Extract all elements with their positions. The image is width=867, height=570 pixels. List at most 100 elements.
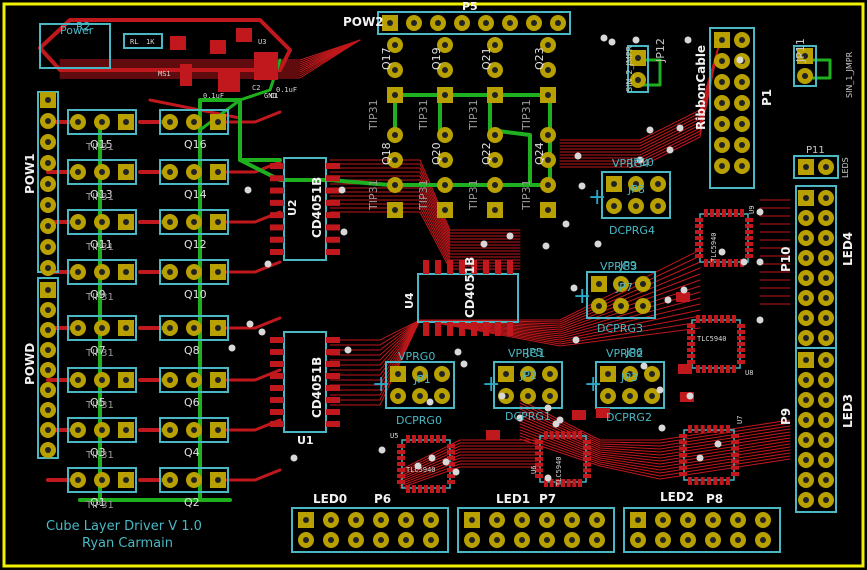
qfn-pin (549, 431, 554, 439)
pad-hole (392, 67, 398, 73)
pad-hole (45, 118, 51, 124)
smd-regulator (218, 70, 240, 92)
qfn-pin (544, 479, 548, 487)
signal-trace (329, 159, 521, 231)
pad-hole (45, 181, 51, 187)
qfn-pin (728, 209, 732, 217)
smd-part (180, 64, 192, 86)
qfn-pin (714, 315, 718, 323)
qfn-pin (555, 431, 560, 439)
signal-trace (399, 463, 541, 487)
pad-hole (442, 92, 448, 98)
pad-hole (328, 537, 334, 543)
u9-part: TLC5940 (710, 232, 718, 262)
pad-hole (569, 537, 575, 543)
pad-hole (655, 203, 661, 209)
qfn-pin (695, 224, 703, 228)
qfn-pin (713, 477, 718, 485)
pad-hole (191, 377, 197, 383)
pad-hole (215, 269, 221, 275)
pad-hole (428, 517, 434, 523)
pad-hole (428, 537, 434, 543)
pad-hole (823, 417, 829, 423)
vprg2-label: VPRG2 (606, 347, 643, 360)
p9-outline (795, 347, 837, 513)
pad-hole (417, 393, 423, 399)
pad-hole (544, 517, 550, 523)
pad-hole (803, 235, 809, 241)
pad-hole (719, 142, 725, 148)
left-transistor-label: Q9 (90, 288, 106, 301)
jp12-outline (627, 45, 649, 93)
pad-hole (545, 92, 551, 98)
qfn-pin (719, 425, 724, 433)
qfn-pin (745, 254, 753, 258)
pad-hole (803, 357, 809, 363)
pad-hole (823, 497, 829, 503)
sin2-label: SIN_2_JMPR (625, 45, 634, 92)
qfn-pin (447, 456, 455, 460)
via (656, 386, 664, 394)
via (636, 156, 644, 164)
transistor-outline (159, 315, 229, 341)
pad-hole (803, 215, 809, 221)
pad-hole (99, 477, 105, 483)
pad-hole (494, 517, 500, 523)
p11-outline (793, 155, 839, 179)
via (680, 286, 688, 294)
via (574, 152, 582, 160)
smd-cap (210, 40, 226, 54)
polarity-plus: + (482, 372, 500, 397)
qfn-pin (745, 218, 753, 222)
via (718, 248, 726, 256)
via (736, 56, 744, 64)
pad-hole (439, 371, 445, 377)
pad-hole (45, 97, 51, 103)
jp5-label: JP5 (525, 346, 543, 359)
pad-hole (191, 119, 197, 125)
smd-regulator (254, 52, 278, 80)
pad-hole (803, 497, 809, 503)
qfn-pin (696, 365, 700, 373)
qfn-pin (679, 434, 687, 438)
pad-hole (492, 67, 498, 73)
smd-pad (596, 408, 610, 418)
qfn-pin (732, 315, 736, 323)
p1-label: P1 (760, 89, 774, 106)
qfn-pin (430, 485, 434, 493)
qfn-pin (583, 468, 591, 473)
ic-pin (326, 349, 340, 355)
qfn-pin (397, 468, 405, 472)
qfn-pin (418, 435, 422, 443)
pad-hole (99, 119, 105, 125)
ic-pin (270, 349, 284, 355)
left-transistor-part: TIP31 (85, 400, 114, 411)
qfn-pin (424, 485, 428, 493)
via (632, 36, 640, 44)
pad-hole (395, 393, 401, 399)
signal-trace (59, 39, 361, 65)
qfn-pin (583, 445, 591, 450)
ic-pin (326, 373, 340, 379)
ic-pin (270, 163, 284, 169)
dcprg2-label: DCPRG2 (606, 411, 652, 424)
pad-hole (823, 335, 829, 341)
pad-hole (803, 397, 809, 403)
signal-trace (519, 417, 791, 459)
transistor-outline (67, 467, 137, 493)
qfn-pin (583, 440, 591, 444)
qfn-pin (535, 440, 543, 444)
left-transistor-label: Q11 (90, 238, 113, 251)
rl-label: RL (130, 38, 138, 46)
p5-label: P5 (462, 0, 478, 13)
ic-pin (270, 397, 284, 403)
via (646, 126, 654, 134)
ic-pin (326, 175, 340, 182)
pad-hole (803, 255, 809, 261)
qfn-pin (731, 465, 739, 470)
pad-hole (596, 303, 602, 309)
qfn-pin (737, 330, 745, 334)
qfn-pin (412, 435, 416, 443)
qfn-pin (700, 477, 705, 485)
left-transistor-part: TIP31 (85, 348, 114, 359)
